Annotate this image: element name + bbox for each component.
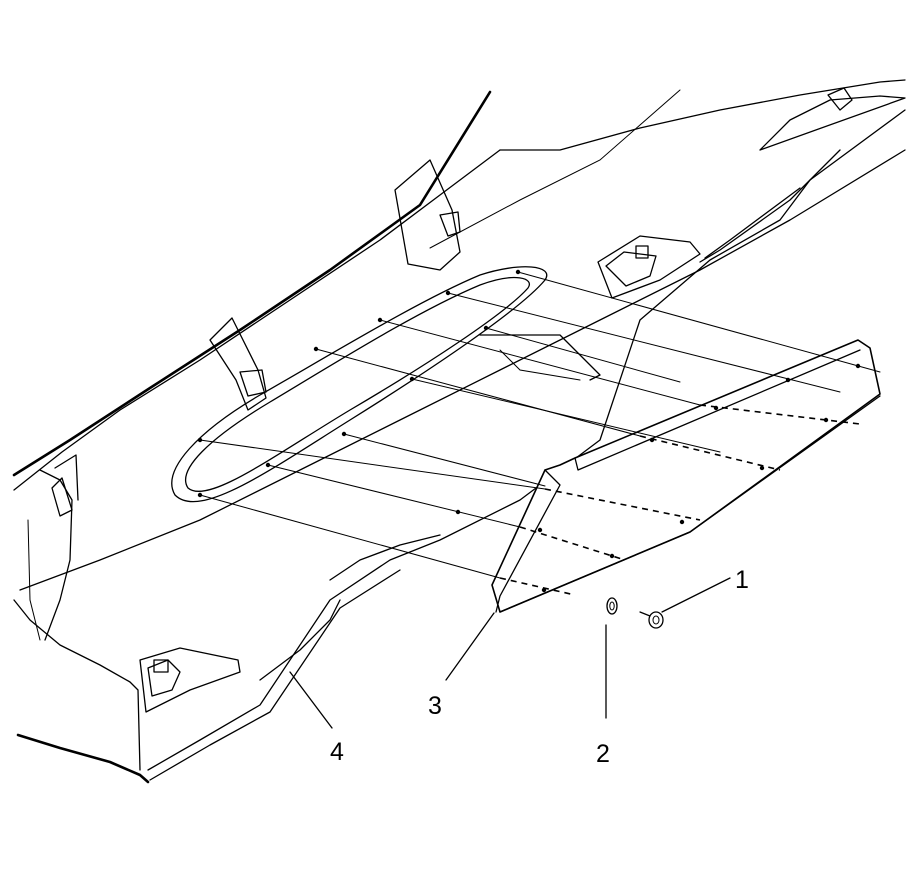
leader-4 <box>289 671 333 729</box>
callout-labels: 1 2 3 4 <box>330 566 749 768</box>
close-out-panel <box>491 339 881 613</box>
washer-part <box>606 597 618 615</box>
leader-lines <box>289 577 731 729</box>
callout-1: 1 <box>735 566 749 594</box>
leader-1 <box>661 577 731 613</box>
molding-body <box>12 79 906 784</box>
callout-2: 2 <box>596 740 610 768</box>
callout-3: 3 <box>428 692 442 720</box>
explode-lines <box>197 269 881 596</box>
leader-3 <box>445 612 495 681</box>
screw-part <box>639 611 664 629</box>
callout-4: 4 <box>330 738 344 766</box>
